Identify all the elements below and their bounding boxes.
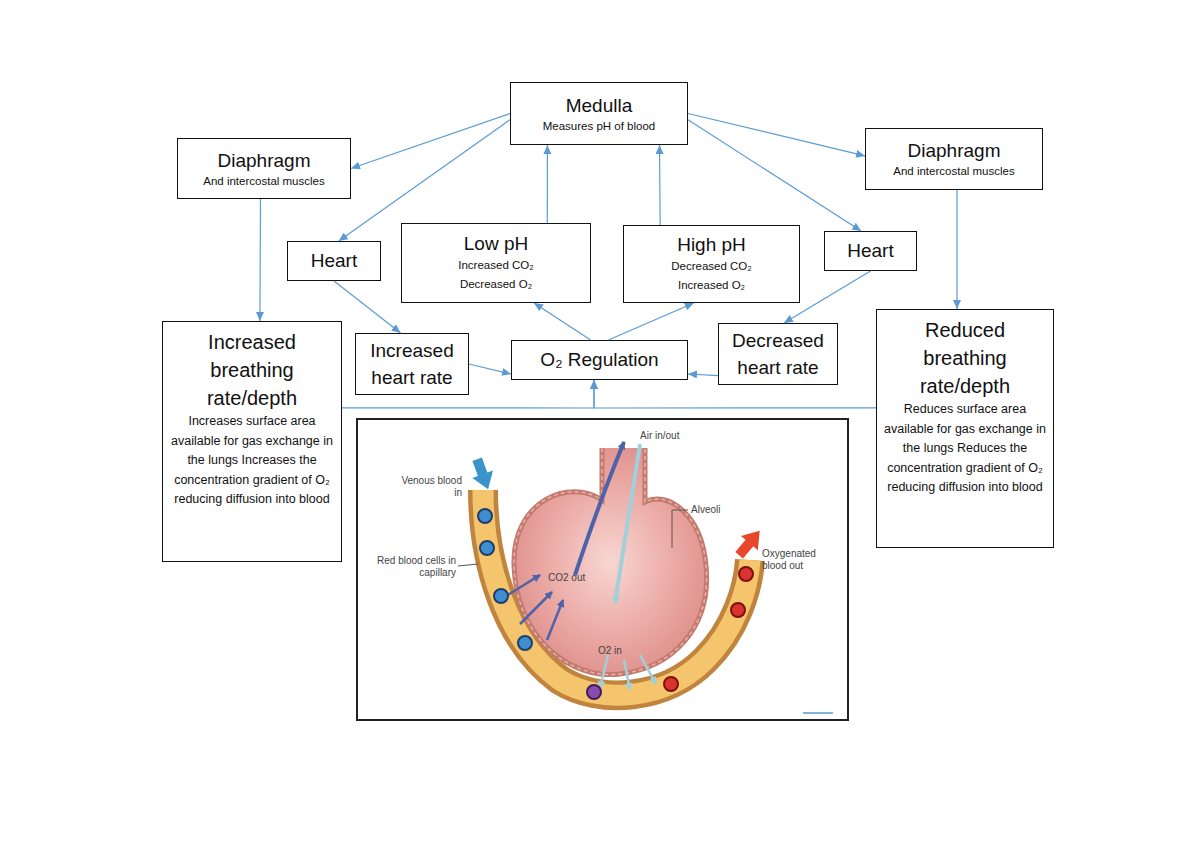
effector-box: Heart bbox=[287, 241, 381, 281]
box-heading: Reduced breathing rate/depth bbox=[900, 316, 1030, 400]
alveolus-wall-texture bbox=[514, 448, 707, 675]
part-label: Alveoli bbox=[691, 504, 741, 516]
stimulus-box: Low pHIncreased CO₂ Decreased O₂ bbox=[401, 223, 591, 303]
part-label: Venous blood in bbox=[400, 475, 462, 499]
effector-box: DiaphragmAnd intercostal muscles bbox=[865, 128, 1043, 190]
connector-arrow bbox=[594, 380, 876, 408]
connector-arrow bbox=[608, 303, 693, 340]
box-heading: Increased breathing rate/depth bbox=[187, 328, 317, 412]
red-blood-cell bbox=[739, 567, 753, 581]
control-center-box: MedullaMeasures pH of blood bbox=[510, 82, 688, 145]
connector-arrow bbox=[956, 190, 957, 309]
box-description: And intercostal muscles bbox=[203, 173, 324, 189]
box-heading: Diaphragm bbox=[218, 149, 311, 173]
red-blood-cell bbox=[664, 677, 678, 691]
connector-arrow bbox=[688, 114, 865, 156]
part-label: O2 in bbox=[598, 645, 643, 657]
box-heading: Medulla bbox=[566, 94, 633, 118]
venous-arrow bbox=[467, 455, 499, 493]
box-description: Measures pH of blood bbox=[543, 118, 656, 134]
scale-bar bbox=[803, 712, 833, 714]
venous-arrow-shape bbox=[467, 455, 499, 493]
box-description: Increases surface area available for gas… bbox=[166, 412, 338, 510]
box-heading: Heart bbox=[847, 239, 893, 263]
effector-box: DiaphragmAnd intercostal muscles bbox=[177, 138, 351, 199]
connector-arrow bbox=[659, 145, 661, 225]
connector-arrow bbox=[469, 364, 511, 374]
connector-arrow bbox=[342, 380, 594, 408]
red-blood-cell bbox=[478, 509, 492, 523]
box-description: Increased CO₂ Decreased O₂ bbox=[441, 256, 551, 294]
connector-arrow bbox=[688, 374, 718, 376]
connector-arrow bbox=[534, 303, 591, 340]
air-in-arrow bbox=[615, 444, 640, 603]
box-heading: High pH bbox=[677, 233, 746, 257]
connector-arrow bbox=[351, 114, 510, 169]
leader-line bbox=[672, 510, 688, 548]
response-box: Increased heart rate bbox=[355, 333, 469, 395]
connector-arrow bbox=[259, 199, 261, 321]
red-blood-cell bbox=[494, 589, 508, 603]
red-blood-cell bbox=[518, 636, 532, 650]
box-heading: O₂ Regulation bbox=[540, 348, 658, 372]
connector-arrow bbox=[339, 120, 510, 241]
box-heading: Diaphragm bbox=[908, 139, 1001, 163]
o2-arrow bbox=[624, 660, 630, 690]
part-label: Red blood cells in capillary bbox=[366, 555, 456, 579]
part-label: CO2 out bbox=[548, 572, 603, 584]
co2-arrow bbox=[520, 592, 552, 624]
box-description: Decreased CO₂ Increased O₂ bbox=[657, 257, 767, 295]
connector-arrow bbox=[688, 120, 861, 231]
connector-arrow bbox=[784, 271, 871, 323]
regulation-box: O₂ Regulation bbox=[511, 340, 688, 380]
illustration-frame bbox=[357, 419, 848, 720]
red-blood-cell bbox=[480, 541, 494, 555]
response-box: Reduced breathing rate/depthReduces surf… bbox=[876, 309, 1054, 548]
co2-arrow bbox=[547, 600, 563, 640]
response-box: Increased breathing rate/depthIncreases … bbox=[162, 321, 342, 562]
o2-arrow bbox=[640, 655, 656, 684]
box-heading: Heart bbox=[311, 249, 357, 273]
red-blood-cell bbox=[731, 603, 745, 617]
effector-box: Heart bbox=[824, 231, 917, 271]
connector-arrow bbox=[547, 145, 548, 223]
response-box: Decreased heart rate bbox=[718, 323, 838, 385]
box-description: And intercostal muscles bbox=[893, 163, 1014, 179]
box-heading: Decreased heart rate bbox=[721, 327, 835, 381]
red-blood-cell bbox=[587, 685, 601, 699]
air-out-arrow bbox=[575, 442, 624, 575]
leader-line bbox=[458, 564, 478, 566]
part-label: Air in/out bbox=[640, 430, 710, 442]
connector-arrow bbox=[334, 281, 401, 333]
box-heading: Low pH bbox=[464, 232, 528, 256]
box-heading: Increased heart rate bbox=[358, 337, 466, 391]
box-description: Reduces surface area available for gas e… bbox=[879, 400, 1051, 498]
stimulus-box: High pHDecreased CO₂ Increased O₂ bbox=[623, 225, 800, 303]
part-label: Oxygenated blood out bbox=[762, 548, 828, 572]
alveolus-sac bbox=[514, 448, 707, 675]
o2-arrow bbox=[600, 655, 608, 688]
